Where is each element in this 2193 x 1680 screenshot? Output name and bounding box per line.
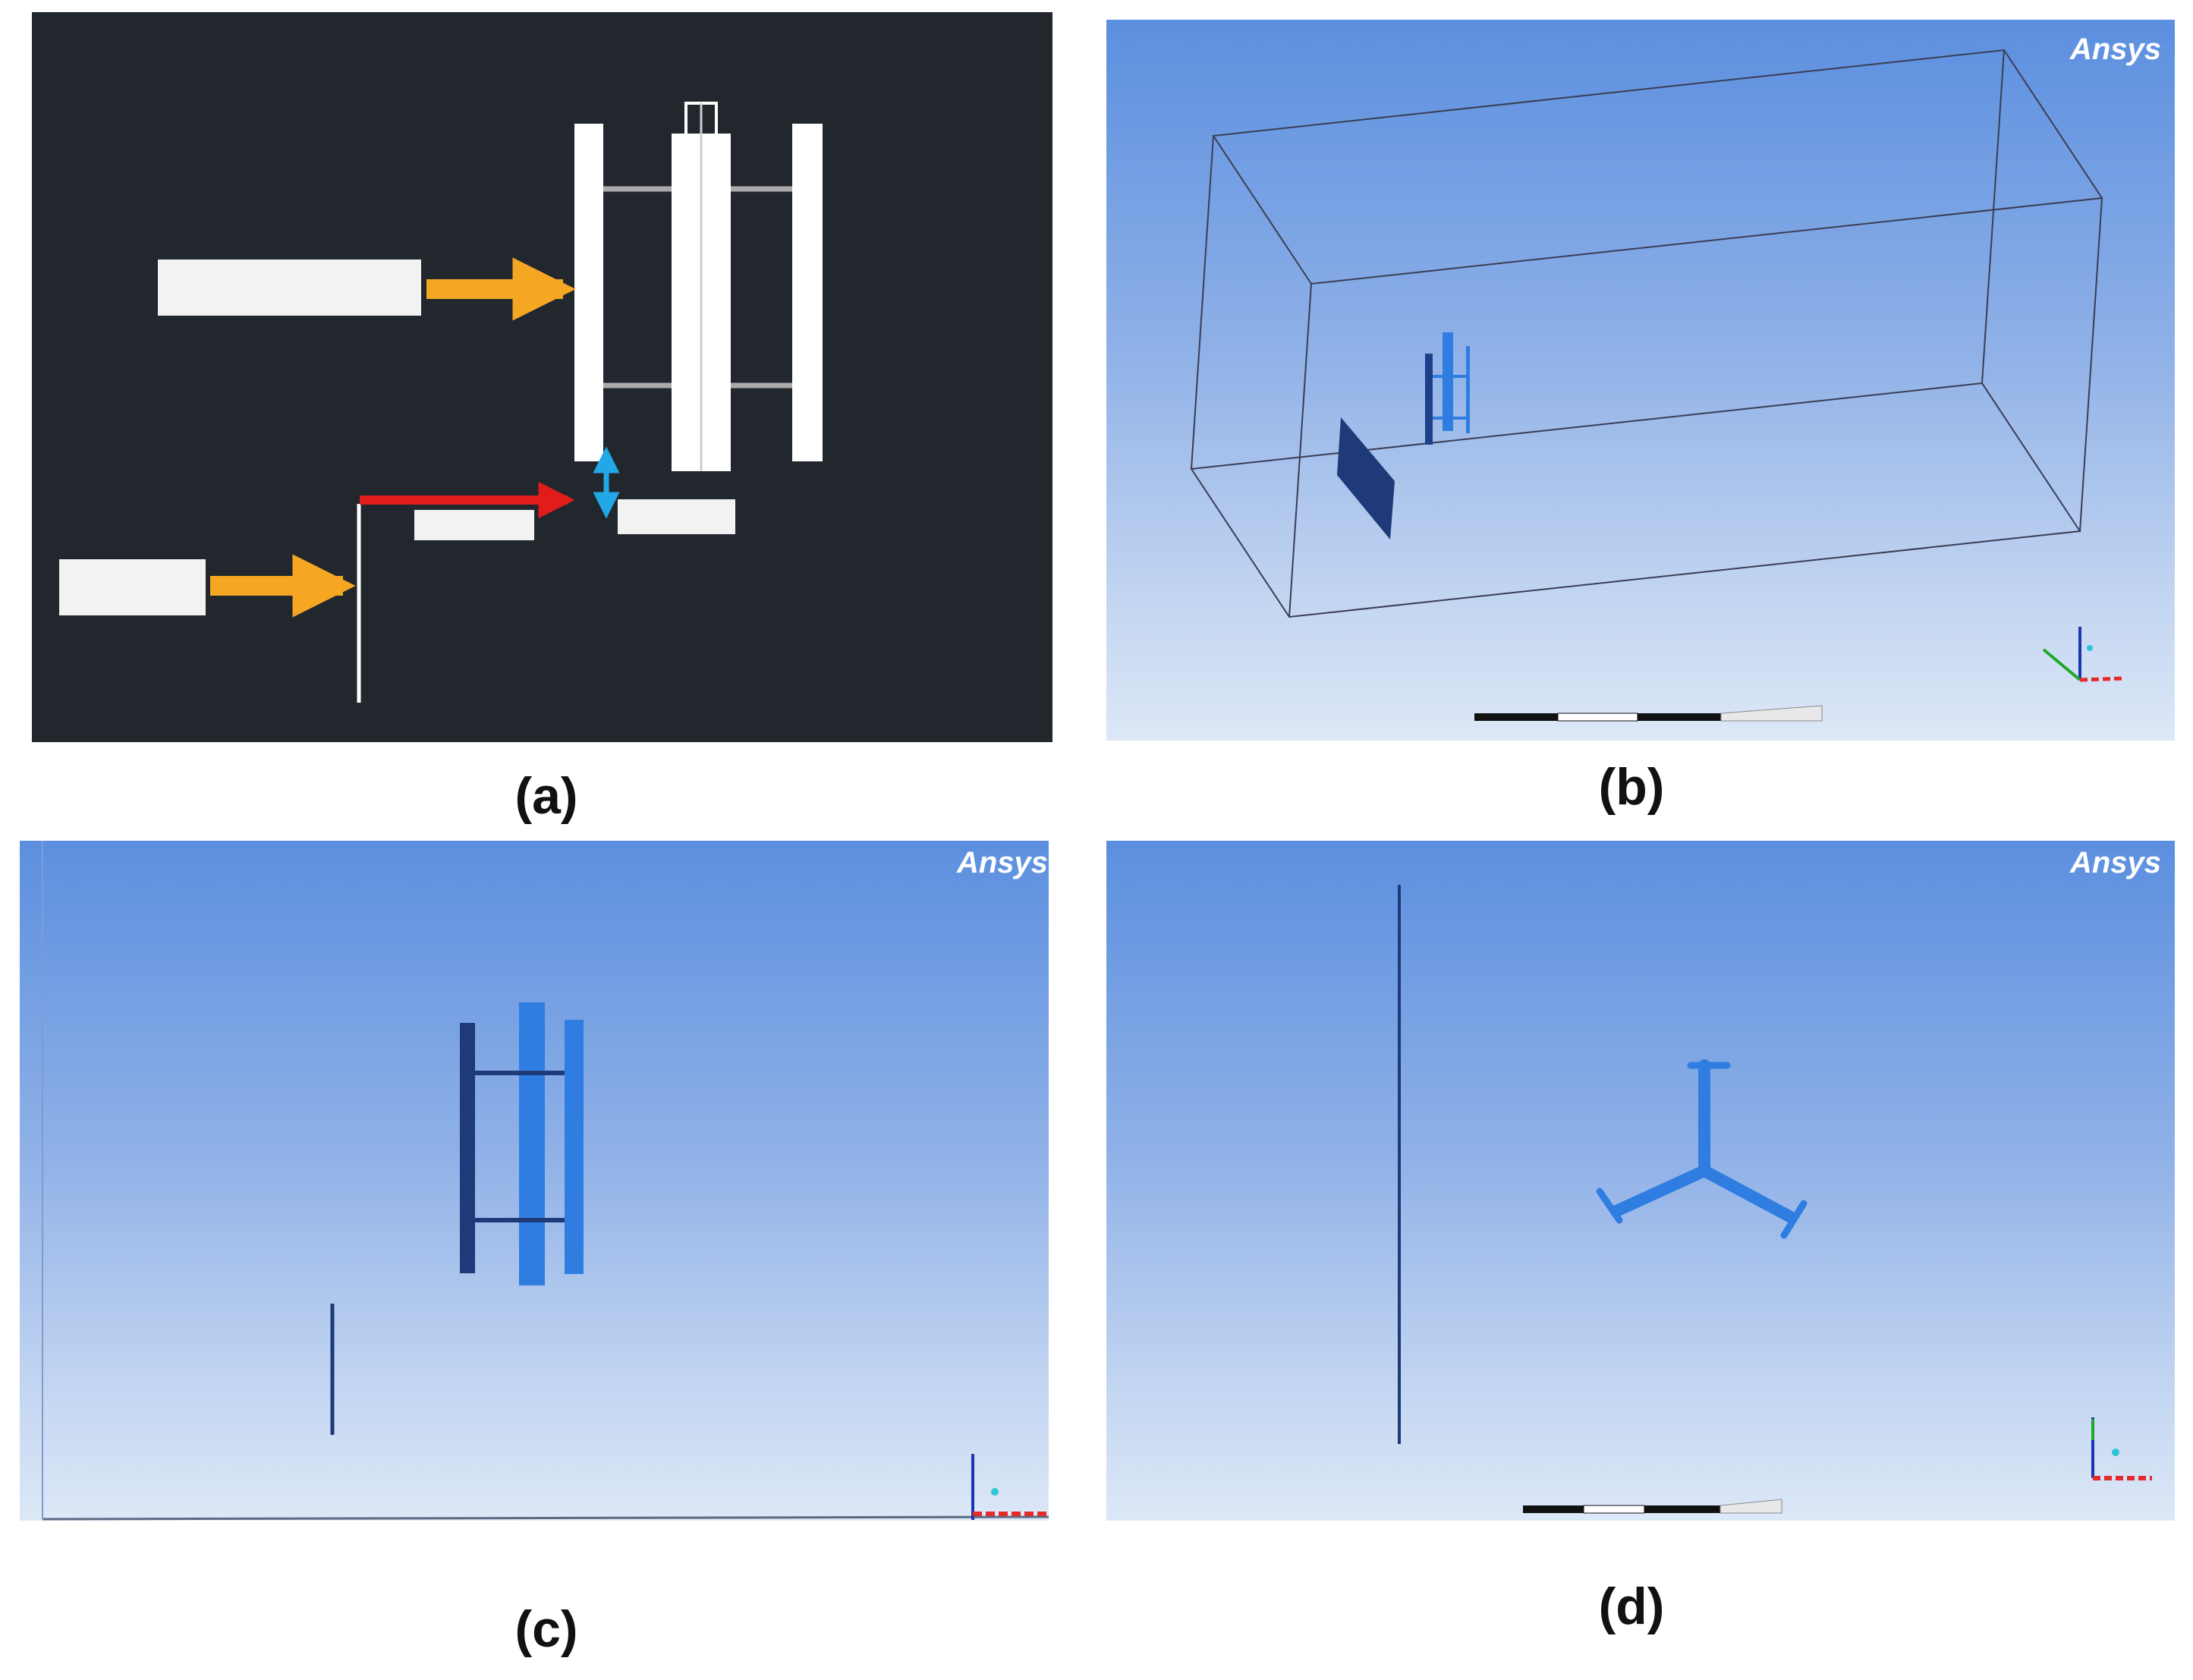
label-box-upper <box>158 260 421 316</box>
ansys-logo: Ansys <box>2069 846 2161 879</box>
scale-bar <box>1523 1499 1782 1514</box>
side-view: Ansys <box>42 841 1049 1521</box>
label-box-lower <box>59 559 206 615</box>
axis-triad-icon <box>2091 1417 2152 1480</box>
ansys-logo: Ansys <box>2069 33 2161 66</box>
rotor-blade-left <box>574 124 603 461</box>
rotor-model <box>1425 332 1470 445</box>
axis-triad-icon <box>971 1454 1049 1520</box>
deflector-plate <box>1337 417 1395 540</box>
schematic-drawing <box>59 102 823 703</box>
scale-bar <box>1474 705 1823 722</box>
panel-b-domain-view: Ansys <box>1106 20 2175 741</box>
caption-d: (d) <box>1598 1578 1665 1635</box>
top-view: Ansys <box>1398 846 2161 1514</box>
caption-a: (a) <box>514 767 578 825</box>
domain-box <box>1190 49 2103 618</box>
panel-d-top-view: Ansys <box>1106 841 2175 1521</box>
domain-3d-view: Ansys <box>1190 33 2161 722</box>
caption-b: (b) <box>1598 758 1665 816</box>
label-box-distance <box>414 510 534 540</box>
ground-line <box>42 1515 1049 1521</box>
rotor-model <box>460 1002 584 1285</box>
rotor-blade-right <box>792 124 823 461</box>
ansys-logo: Ansys <box>956 846 1048 879</box>
rotor-model <box>1596 1059 1808 1239</box>
label-box-gap <box>618 499 735 534</box>
caption-c: (c) <box>514 1600 578 1658</box>
panel-a-schematic <box>32 12 1052 742</box>
panel-c-side-view: Ansys <box>20 841 1049 1521</box>
axis-triad-icon <box>2042 627 2124 682</box>
